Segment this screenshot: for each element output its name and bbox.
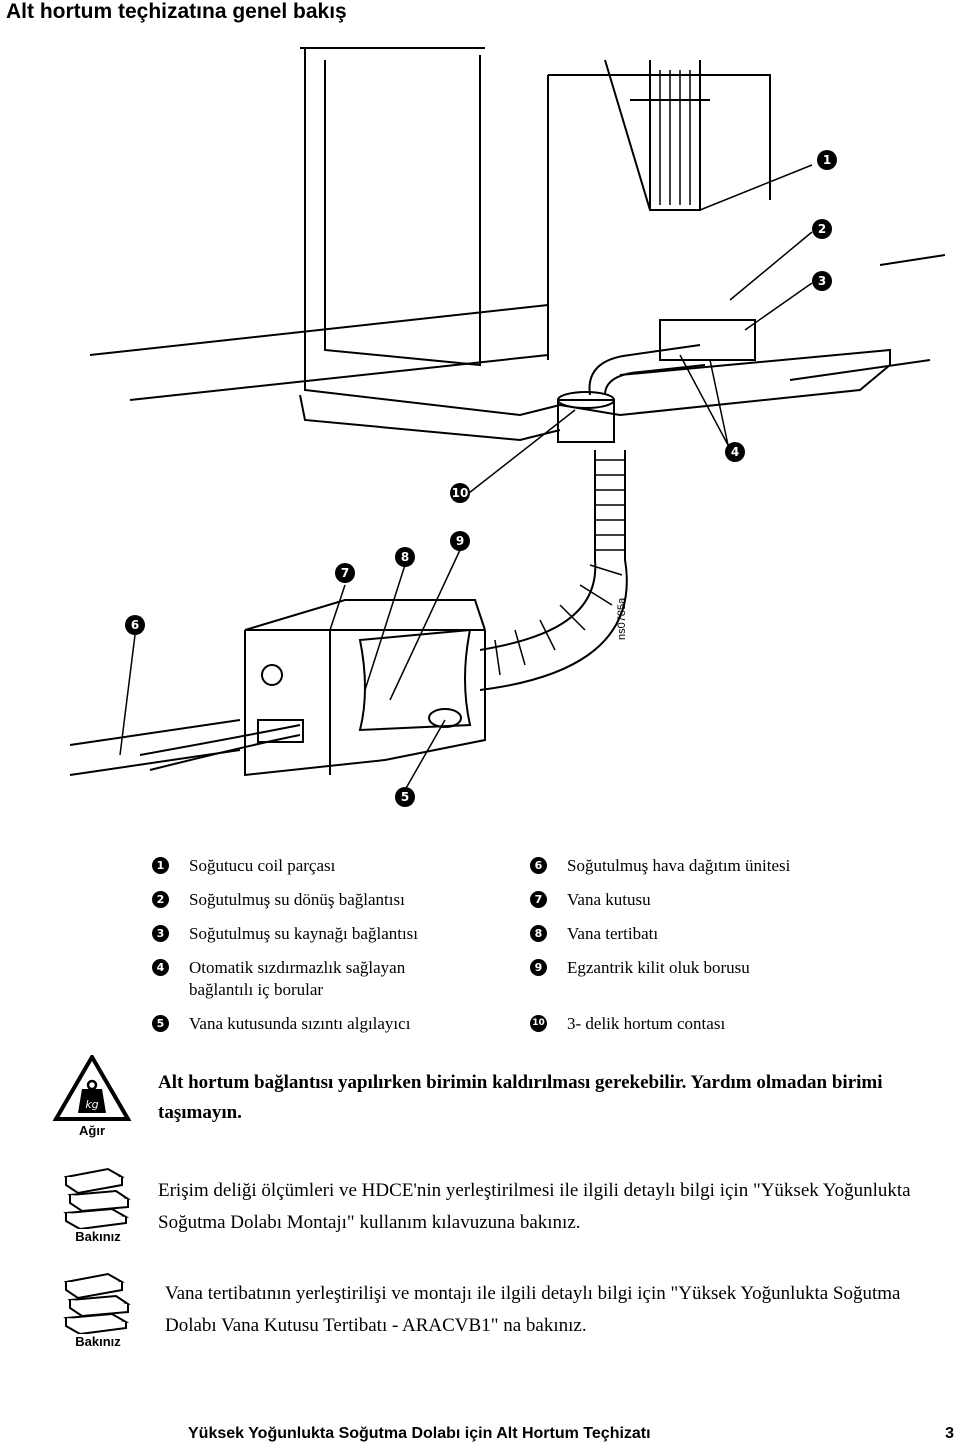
svg-text:2: 2 [818,222,826,236]
heavy-weight-icon: kg [52,1055,132,1121]
svg-text:6: 6 [131,618,139,632]
legend-item: 10 3- delik hortum contası [530,1013,725,1035]
legend-item: 6 Soğutulmuş hava dağıtım ünitesi [530,855,790,877]
legend-item: 7 Vana kutusu [530,889,651,911]
svg-text:3: 3 [818,274,826,288]
ref2-caption: Bakınız [75,1334,121,1349]
page-number: 3 [945,1425,954,1442]
callout-3: 3 [812,271,832,291]
svg-text:9: 9 [456,534,464,548]
callout-8: 8 [395,547,415,567]
books-icon [63,1167,131,1229]
callout-1: 1 [817,150,837,170]
hose-kit-illustration: 1 2 3 4 5 6 7 8 9 10 ns0785a [69,47,946,807]
footer-title: Yüksek Yoğunlukta Soğutma Dolabı için Al… [188,1425,651,1442]
heavy-caption: Ağır [79,1123,105,1138]
callout-5: 5 [395,787,415,807]
books-icon [63,1272,131,1334]
legend-item: 8 Vana tertibatı [530,923,658,945]
reference-note-2: Vana tertibatının yerleştirilişi ve mont… [165,1283,901,1336]
callout-7: 7 [335,563,355,583]
svg-text:1: 1 [823,153,831,167]
svg-text:10: 10 [452,486,469,500]
page-title: Alt hortum teçhizatına genel bakış [6,0,347,23]
figure-code: ns0785a [616,597,628,640]
legend-item: 1 Soğutucu coil parçası [152,855,335,877]
svg-text:7: 7 [341,566,349,580]
reference-note-1: Erişim deliği ölçümleri ve HDCE'nin yerl… [158,1180,911,1233]
callout-4: 4 [725,442,745,462]
svg-text:8: 8 [401,550,409,564]
legend-item: 2 Soğutulmuş su dönüş bağlantısı [152,889,405,911]
ref1-caption: Bakınız [75,1229,121,1244]
svg-text:4: 4 [731,445,739,459]
heavy-note: Alt hortum bağlantısı yapılırken birimin… [158,1072,883,1123]
callout-9: 9 [450,531,470,551]
callout-6: 6 [125,615,145,635]
legend-item: 3 Soğutulmuş su kaynağı bağlantısı [152,923,418,945]
svg-text:kg: kg [85,1098,98,1111]
legend-item: 4 Otomatik sızdırmazlık sağlayan bağlant… [152,957,462,1001]
callout-10: 10 [450,483,470,503]
callout-2: 2 [812,219,832,239]
legend-item: 5 Vana kutusunda sızıntı algılayıcı [152,1013,410,1035]
svg-text:5: 5 [401,790,409,804]
legend-item: 9 Egzantrik kilit oluk borusu [530,957,750,979]
